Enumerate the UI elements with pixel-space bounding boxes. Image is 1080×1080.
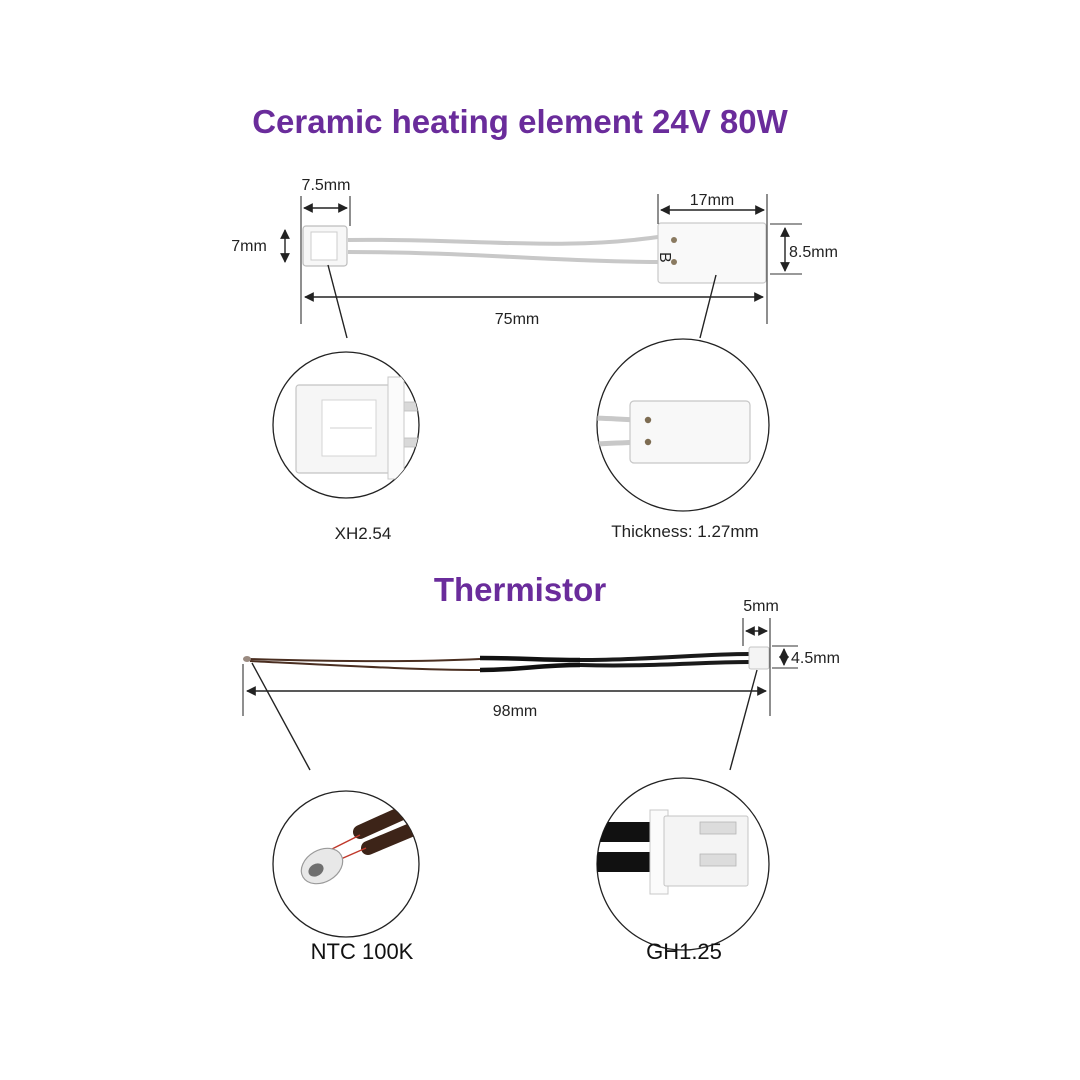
ceramic-plate-shape: [657, 222, 767, 284]
ceramic-plate-detail: [596, 338, 770, 512]
leader-xh: [327, 264, 348, 339]
heater-dimension-lines: [280, 194, 802, 324]
gh-connector-label: GH1.25: [646, 939, 722, 964]
xh-connector-label: XH2.54: [335, 524, 392, 543]
heater-plate-height: 8.5mm: [789, 244, 838, 261]
heater-connector-width: 7.5mm: [302, 177, 351, 194]
thermistor-cable-drawing: [243, 646, 770, 673]
ntc-label: NTC 100K: [311, 939, 414, 964]
leader-gh: [729, 669, 758, 771]
heater-plate-width: 17mm: [690, 192, 734, 209]
leader-ntc: [251, 662, 311, 771]
thermistor-title: Thermistor: [434, 571, 607, 608]
leader-plate: [699, 274, 717, 339]
heater-total-length: 75mm: [495, 311, 539, 328]
heater-connector-height: 7mm: [231, 238, 267, 255]
thermistor-connector-height: 4.5mm: [791, 650, 840, 667]
heater-title: Ceramic heating element 24V 80W: [252, 103, 788, 140]
thermistor-dimension-lines: [242, 618, 798, 716]
heater-cable-drawing: B: [302, 222, 767, 284]
plate-thickness-label: Thickness: 1.27mm: [611, 522, 758, 541]
thermistor-total-length: 98mm: [493, 703, 537, 720]
gh-connector-shape: [748, 646, 770, 670]
gh-connector-detail: [596, 777, 770, 951]
xh-connector-detail: [272, 351, 420, 499]
thermistor-connector-width: 5mm: [743, 598, 779, 615]
plate-marking: B: [656, 252, 673, 263]
ntc-bead-detail: [272, 790, 420, 938]
